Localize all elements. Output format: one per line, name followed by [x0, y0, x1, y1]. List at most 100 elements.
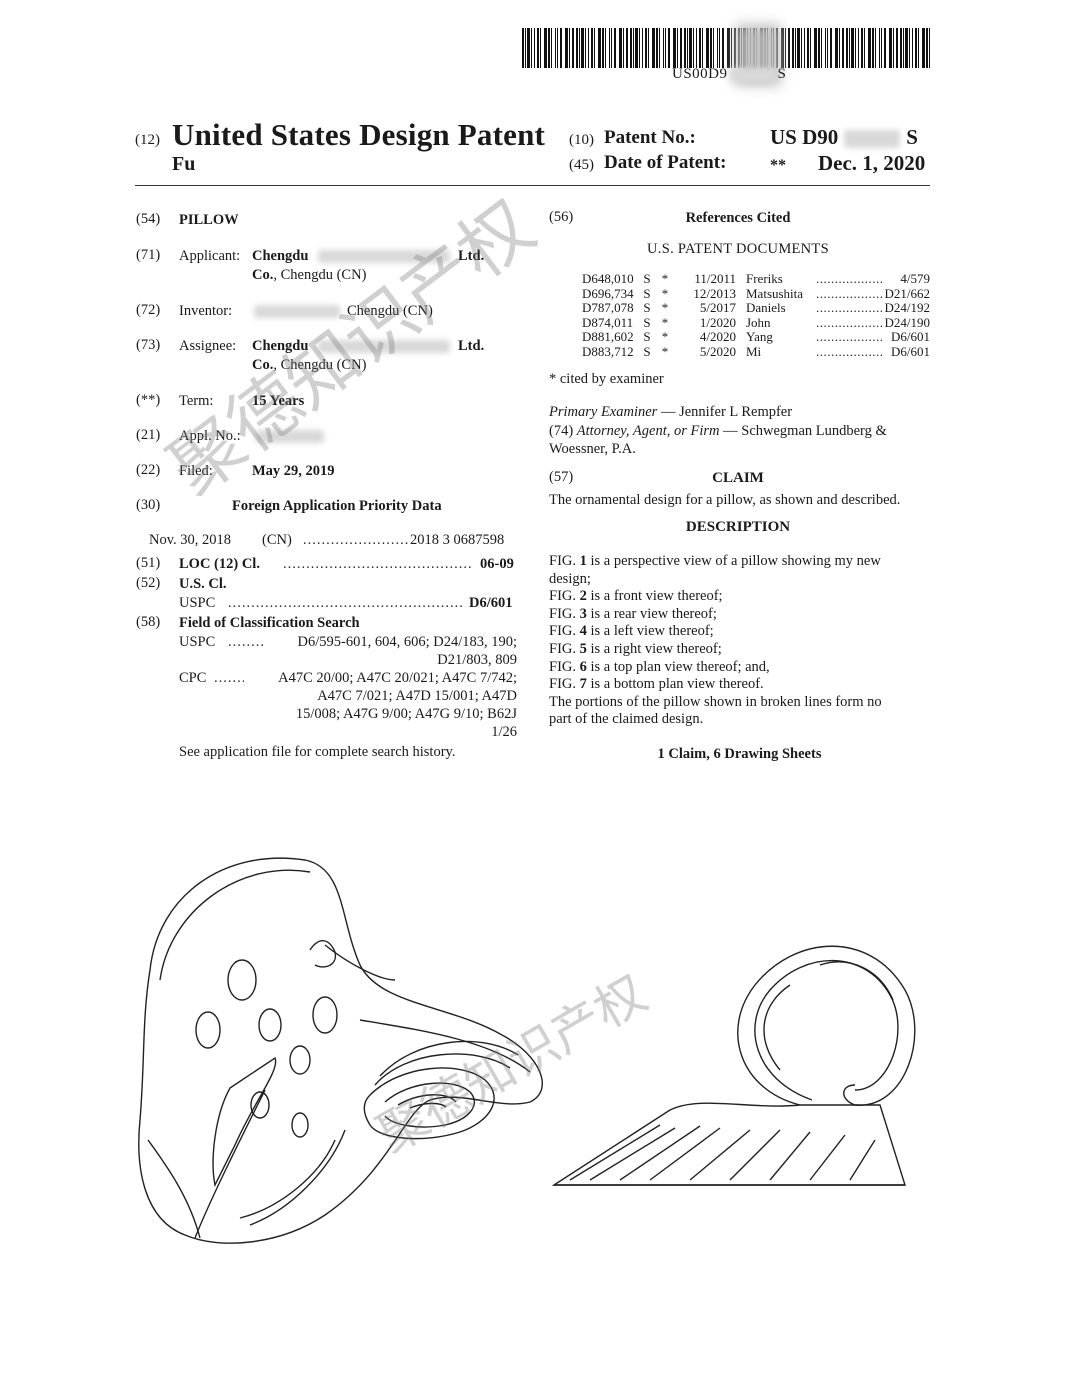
barcode-bar: [605, 28, 606, 68]
patent-no-prefix: US D90: [770, 125, 839, 149]
applicant-label: Applicant:: [179, 248, 241, 264]
code-56: (56): [549, 209, 574, 225]
barcode-bar: [792, 28, 794, 68]
barcode-bar: [702, 28, 703, 68]
priority-country: (CN): [262, 532, 292, 548]
description-text-part: is a right view thereof;: [586, 640, 722, 657]
barcode-bar: [706, 28, 709, 68]
code-73: (73): [136, 337, 161, 353]
description-text-part: design;: [549, 570, 591, 587]
inventor-label: Inventor:: [179, 303, 233, 319]
description-line: FIG. 4 is a left view thereof;: [549, 623, 930, 641]
barcode-bar: [731, 28, 732, 68]
barcode-bar: [614, 28, 616, 68]
search-uspc-line1: D6/595-601, 604, 606; D24/183, 190;: [297, 634, 517, 650]
barcode-bar: [611, 28, 612, 68]
barcode-bar: [579, 28, 580, 68]
reference-date: 5/2020: [699, 343, 736, 359]
code-51: (51): [136, 555, 161, 571]
attorney-line1: (74) Attorney, Agent, or Firm — Schwegma…: [549, 422, 887, 441]
barcode-bar: [619, 28, 622, 68]
code-58: (58): [136, 614, 161, 630]
code-52: (52): [136, 575, 161, 591]
description-line: FIG. 1 is a perspective view of a pillow…: [549, 553, 930, 571]
barcode-bar: [639, 28, 640, 68]
barcode-bar: [557, 28, 558, 68]
priority-date: Nov. 30, 2018: [149, 532, 232, 548]
search-uspc-label: USPC: [179, 634, 216, 650]
description-text: FIG. 1 is a perspective view of a pillow…: [549, 553, 930, 729]
barcode-bar: [668, 28, 670, 68]
barcode-bar: [576, 28, 578, 68]
barcode-prefix: US00D9: [672, 66, 728, 82]
reference-number: D883,712: [582, 343, 634, 359]
applicant-ltd: Ltd.: [458, 248, 485, 264]
barcode-bar: [795, 28, 796, 68]
reference-class: D24/192: [884, 300, 931, 315]
barcode-bar: [785, 28, 786, 68]
barcode-bar: [626, 28, 628, 68]
description-line: FIG. 5 is a right view thereof;: [549, 641, 930, 659]
barcode-bar: [693, 28, 694, 68]
date-of-patent-label: Date of Patent:: [604, 152, 727, 173]
reference-star: *: [661, 300, 669, 315]
applicant-location: , Chengdu (CN): [273, 267, 367, 283]
code-74: (74): [549, 423, 574, 439]
barcode-bar: [909, 28, 910, 68]
barcode-bar: [830, 28, 832, 68]
reference-number: D874,011: [582, 314, 634, 330]
barcode-bar: [727, 28, 730, 68]
assignee-city: Chengdu: [252, 338, 309, 354]
applicant-city: Chengdu: [252, 248, 309, 264]
reference-class: 4/579: [900, 271, 930, 286]
barcode-bar: [905, 28, 908, 68]
reference-kind: S: [643, 329, 651, 344]
examiner-name: — Jennifer L Rempfer: [660, 404, 793, 420]
reference-row: D883,712S*5/2020Mi......................…: [582, 343, 930, 360]
reference-kind: S: [643, 314, 651, 330]
barcode-bar: [598, 28, 601, 68]
barcode-bar: [525, 28, 526, 68]
code-71: (71): [136, 247, 161, 263]
header-rule: [135, 185, 930, 186]
barcode-bar: [713, 28, 714, 68]
barcode-bar: [534, 28, 535, 68]
description-text-part: part of the claimed design.: [549, 711, 704, 728]
dot-leader: ........................................…: [228, 595, 464, 611]
reference-number: D881,602: [582, 329, 634, 344]
term-label: Term:: [179, 393, 214, 409]
reference-star: *: [661, 343, 669, 359]
figure-number: 3: [579, 605, 587, 622]
code-54: (54): [136, 211, 161, 227]
reference-number: D787,078: [582, 300, 634, 315]
barcode-bar: [537, 28, 539, 68]
code-21: (21): [136, 427, 161, 443]
examiner-label: Primary Examiner: [549, 404, 658, 420]
dot-leader: ..........: [214, 670, 244, 686]
barcode-bar: [687, 28, 688, 68]
description-text-part: is a left view thereof;: [586, 623, 714, 640]
barcode-bar: [926, 28, 928, 68]
uspc-label: USPC: [179, 595, 216, 611]
barcode-bar: [807, 28, 809, 68]
search-cpc-line4: 1/26: [491, 724, 517, 740]
references-heading: References Cited: [685, 210, 791, 226]
reference-name: John: [746, 314, 771, 330]
date-of-patent: Dec. 1, 2020: [818, 151, 926, 175]
barcode-bar: [881, 28, 882, 68]
barcode-bar: [565, 28, 568, 68]
date-marker: **: [770, 157, 786, 174]
search-cpc-line1: A47C 20/00; A47C 20/021; A47C 7/742;: [278, 670, 517, 686]
barcode-bar: [903, 28, 904, 68]
patent-no-label: Patent No.:: [604, 127, 696, 148]
barcode-bar: [827, 28, 828, 68]
redaction: [254, 305, 340, 318]
reference-date: 12/2013: [693, 285, 736, 301]
barcode-bar: [659, 28, 660, 68]
description-text-part: FIG.: [549, 588, 580, 605]
barcode-bar: [544, 28, 547, 68]
barcode-bar: [918, 28, 919, 68]
dot-leader: ........................................…: [816, 272, 882, 286]
claims-summary: 1 Claim, 6 Drawing Sheets: [657, 746, 822, 762]
